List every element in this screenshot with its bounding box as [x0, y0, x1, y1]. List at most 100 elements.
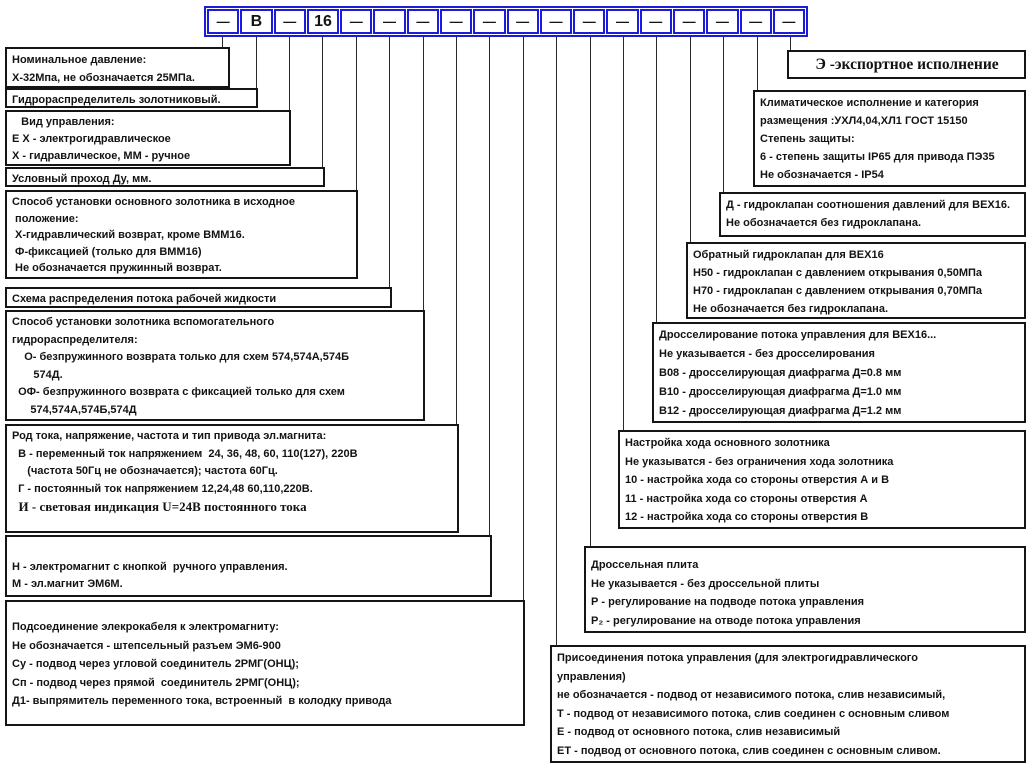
text-line: Вид управления:: [12, 116, 115, 128]
text-line: 574,574А,574Б,574Д: [12, 403, 137, 416]
code-cell: —: [606, 9, 639, 34]
text-line: Гидрораспределитель золотниковый.: [12, 94, 221, 106]
flow-scheme-box: Схема распределения потока рабочей жидко…: [5, 287, 392, 308]
code-cell: —: [706, 9, 739, 34]
text-line: 6 - степень защиты IP65 для привода ПЭ35: [760, 151, 995, 163]
text-line: ЕТ - подвод от основного потока, слив со…: [557, 744, 941, 757]
text-line: размещения :УХЛ4,04,ХЛ1 ГОСТ 15150: [760, 115, 968, 127]
text-line: Сп - подвод через прямой соединитель 2РМ…: [12, 676, 300, 689]
text-line: Не указывается - без дроссельной плиты: [591, 577, 820, 590]
text-line: Т - подвод от независимого потока, слив …: [557, 707, 950, 720]
control-type-box: Вид управления:Е Х - электрогидравлическ…: [5, 110, 291, 166]
connector-line: [723, 37, 724, 192]
code-cell: —: [739, 9, 772, 34]
text-line: гидрораспределителя:: [12, 333, 138, 346]
text-line: Р - регулирование на подводе потока упра…: [591, 596, 865, 608]
control-flow-throttling-box: Дросселирование потока управления для ВЕ…: [652, 322, 1026, 423]
text-line: Су - подвод через угловой соединитель 2Р…: [12, 658, 299, 670]
text-line: Х-32Мпа, не обозначается 25МПа.: [12, 72, 195, 84]
text-line: 12 - настройка хода со стороны отверстия…: [625, 511, 869, 523]
code-cell: —: [772, 9, 806, 34]
nominal-pressure-box: Номинальное давление:Х-32Мпа, не обознач…: [5, 47, 230, 88]
text-line: Р₂ - регулирование на отводе потока упра…: [591, 614, 861, 627]
text-line: М - эл.магнит ЭМ6М.: [12, 578, 123, 590]
current-type-box: Род тока, напряжение, частота и тип прив…: [5, 424, 459, 533]
valve-type-box: Гидрораспределитель золотниковый.: [5, 88, 258, 108]
connector-line: [256, 37, 257, 88]
text-line: Дросселирование потока управления для ВЕ…: [659, 329, 937, 341]
connector-line: [757, 37, 758, 90]
text-line: ОФ- безпружинного возврата с фиксацией т…: [12, 386, 345, 398]
text-line: Подсоединение элекрокабеля к электромагн…: [12, 621, 279, 633]
text-line: Н70 - гидроклапан с давлением открывания…: [693, 285, 983, 297]
text-line: Не обозначается - штепсельный разъем ЭМ6…: [12, 639, 281, 652]
main-spool-position-box: Способ установки основного золотника в и…: [5, 190, 358, 279]
text-line: Н50 - гидроклапан с давлением открывания…: [693, 267, 983, 279]
text-line: 574Д.: [12, 368, 63, 381]
code-cell: —: [207, 9, 240, 34]
text-line: Условный проход Ду, мм.: [12, 173, 152, 185]
text-line: Не обозначается без гидроклапана.: [693, 303, 888, 315]
connector-line: [690, 37, 691, 242]
code-cell: —: [672, 9, 706, 34]
text-line: И - световая индикация U=24В постоянного…: [12, 499, 307, 514]
text-line: Н - электромагнит с кнопкой ручного упра…: [12, 561, 288, 573]
text-line: Дроссельная плита: [591, 559, 699, 571]
text-line: В12 - дросселирующая диафрагма Д=1.2 мм: [659, 405, 902, 417]
code-cell: —: [340, 9, 373, 34]
text-line: В10 - дросселирующая диафрагма Д=1.0 мм: [659, 386, 902, 398]
text-line: Настройка хода основного золотника: [625, 437, 830, 449]
connector-line: [289, 37, 290, 110]
text-line: Обратный гидроклапан для ВЕХ16: [693, 249, 884, 261]
climatic-version-box: Климатическое исполнение и категория разм…: [753, 90, 1026, 187]
throttle-plate-box: Дроссельная плита Не указывается - без др…: [584, 546, 1026, 633]
text-line: В - переменный ток напряжением 24, 36, 4…: [12, 447, 358, 460]
designation-code-row: —В—16——————————————: [204, 6, 808, 37]
connector-line: [590, 37, 591, 546]
text-line: Е - подвод от основного потока, слив нез…: [557, 726, 841, 738]
code-cell: —: [473, 9, 506, 34]
text-line: 10 - настройка хода со стороны отверстия…: [625, 474, 890, 486]
text-line: Не обозначается пружинный возврат.: [12, 262, 222, 274]
connector-line: [556, 37, 557, 645]
connector-line: [423, 37, 424, 310]
code-cell: 16: [306, 9, 340, 34]
nominal-bore-box: Условный проход Ду, мм.: [5, 167, 325, 187]
text-line: Не обозначается - IP54: [760, 169, 884, 181]
text-line: Не указывается - без дросселирования: [659, 348, 875, 360]
code-cell: —: [573, 9, 606, 34]
code-cell: —: [373, 9, 406, 34]
text-line: (частота 50Гц не обозначается); частота …: [12, 465, 278, 477]
text-line: 11 - настройка хода со стороны отверстия…: [625, 492, 868, 505]
text-line: Ф-фиксацией (только для ВММ16): [12, 245, 202, 258]
text-line: Климатическое исполнение и категория: [760, 97, 979, 109]
connector-line: [656, 37, 657, 322]
code-cell: —: [639, 9, 672, 34]
text-line: В08 - дросселирующая диафрагма Д=0.8 мм: [659, 367, 902, 379]
text-line: Схема распределения потока рабочей жидко…: [12, 293, 277, 305]
text-line: Э -экспортное исполнение: [815, 55, 999, 73]
cable-connection-box: Подсоединение элекрокабеля к электромагн…: [5, 600, 525, 726]
pilot-spool-position-box: Способ установки золотника вспомогательн…: [5, 310, 425, 421]
connector-line: [356, 37, 357, 190]
connector-line: [623, 37, 624, 430]
connector-line: [322, 37, 323, 167]
text-line: Г - постоянный ток напряжением 12,24,48 …: [12, 482, 313, 495]
text-line: Степень защиты:: [760, 133, 855, 145]
pressure-ratio-valve-box: Д - гидроклапан соотношения давлений для…: [719, 192, 1026, 237]
text-line: Присоединения потока управления (для эле…: [557, 652, 918, 664]
connector-line: [790, 37, 791, 50]
connector-line: [456, 37, 457, 424]
text-line: Д1- выпрямитель переменного тока, встрое…: [12, 695, 392, 707]
code-cell: —: [506, 9, 539, 34]
control-flow-connection-box: Присоединения потока управления (для эле…: [550, 645, 1026, 763]
text-line: Д - гидроклапан соотношения давлений для…: [726, 199, 1011, 211]
text-line: Не обозначается без гидроклапана.: [726, 217, 921, 229]
code-cell: —: [539, 9, 573, 34]
text-line: Х - гидравлическое, ММ - ручное: [12, 150, 191, 162]
text-line: положение:: [12, 212, 79, 225]
text-line: О- безпружинного возврата только для схе…: [12, 351, 349, 363]
